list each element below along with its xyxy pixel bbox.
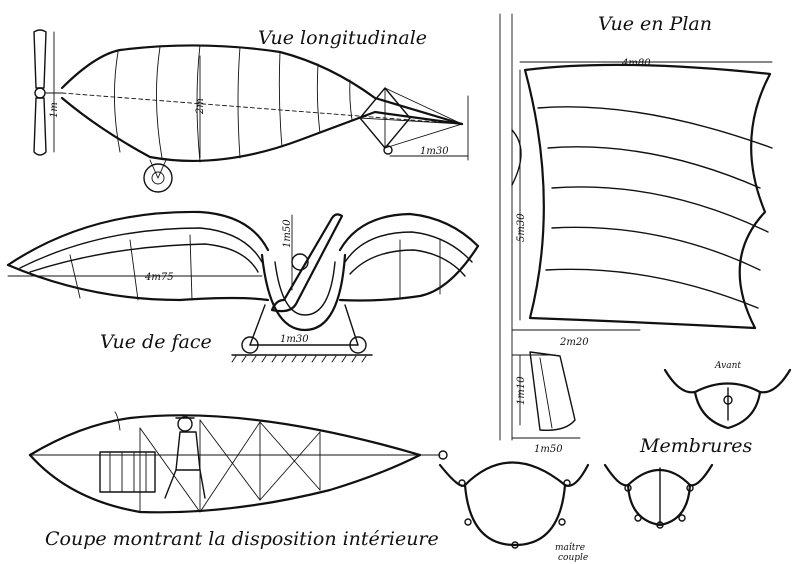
engine — [99, 451, 156, 493]
rib-middle — [603, 463, 714, 487]
propeller-hub — [34, 87, 46, 99]
rib-maitre-couple — [438, 461, 590, 487]
svg-text:5m30: 5m30 — [516, 213, 527, 242]
label-avant: Avant — [714, 361, 741, 371]
left-wing-top — [6, 210, 270, 267]
svg-text:1m: 1m — [49, 102, 60, 118]
svg-text:1m30: 1m30 — [280, 334, 309, 345]
fuselage-bottom-outline — [60, 96, 464, 163]
svg-text:1m30: 1m30 — [420, 146, 449, 157]
pilot-body — [175, 431, 201, 471]
svg-text:1m50: 1m50 — [534, 444, 563, 455]
svg-text:2m20: 2m20 — [559, 337, 589, 348]
title-plan: Vue en Plan — [598, 13, 712, 35]
propeller-blade-top — [33, 29, 47, 89]
left-wing-bottom — [6, 263, 270, 302]
plan-view: 4m80 5m30 2m20 1m10 1m50 — [499, 13, 773, 455]
longitudinal-view: 1m 2m 1m30 — [33, 29, 469, 193]
tail-plan — [529, 351, 576, 431]
label-maitre: maître — [555, 542, 585, 553]
section-bottom-outline — [28, 453, 422, 514]
title-face: Vue de face — [100, 331, 212, 353]
fuselage-front — [260, 253, 347, 332]
rib-avant — [663, 368, 792, 394]
title-coupe: Coupe montrant la disposition intérieure — [45, 528, 439, 550]
landing-wheel — [143, 163, 173, 193]
rib-sections — [438, 368, 792, 549]
label-couple: couple — [558, 553, 588, 563]
svg-text:4m80: 4m80 — [621, 58, 651, 69]
section-view — [28, 411, 448, 514]
wing-plan-outline — [523, 63, 772, 330]
fuselage-top-outline — [60, 44, 464, 126]
title-membrures: Membrures — [639, 435, 753, 457]
propeller-front — [270, 213, 344, 313]
svg-text:1m10: 1m10 — [516, 376, 527, 405]
pilot-head — [177, 416, 193, 432]
svg-text:1m50: 1m50 — [282, 219, 293, 248]
svg-text:2m: 2m — [195, 98, 206, 115]
title-longitudinal: Vue longitudinale — [258, 27, 427, 49]
propeller-blade-bottom — [33, 97, 47, 156]
right-wing-top — [338, 212, 480, 252]
front-view: 1m50 4m75 1m30 — [6, 210, 480, 363]
svg-text:4m75: 4m75 — [144, 272, 174, 283]
section-top-outline — [28, 414, 422, 457]
